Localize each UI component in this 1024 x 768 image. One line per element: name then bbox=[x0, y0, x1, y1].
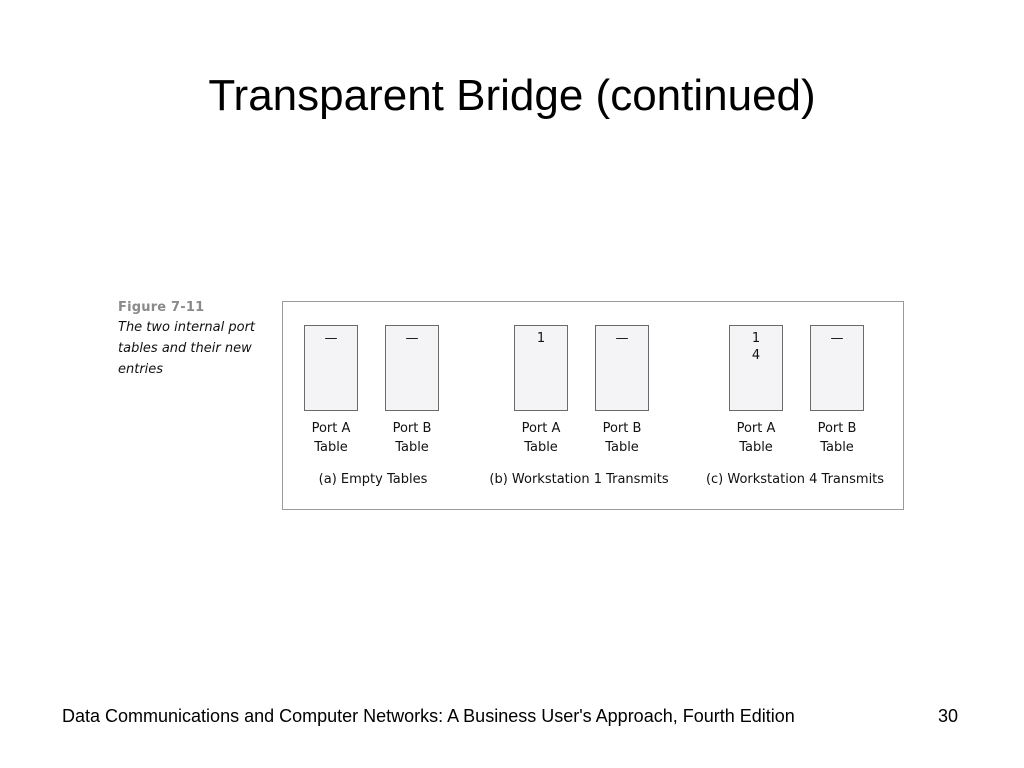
table-entries: — bbox=[305, 326, 357, 347]
port-b-table-box: — bbox=[595, 325, 649, 411]
table-entry: — bbox=[405, 331, 419, 346]
table-entry: — bbox=[324, 331, 338, 346]
port-label-line1: Port B bbox=[602, 421, 642, 436]
table-entries: — bbox=[811, 326, 863, 347]
group-caption-b: (b) Workstation 1 Transmits bbox=[489, 472, 669, 487]
port-label-line2: Table bbox=[605, 440, 639, 455]
table-entry: 1 bbox=[536, 331, 546, 346]
table-entries: — bbox=[386, 326, 438, 347]
port-a-table-box: — bbox=[304, 325, 358, 411]
port-a-table-label: Port A Table bbox=[296, 419, 366, 457]
port-label-line2: Table bbox=[739, 440, 773, 455]
port-a-table-label: Port A Table bbox=[506, 419, 576, 457]
port-label-line1: Port B bbox=[817, 421, 857, 436]
figure-label: Figure 7-11 bbox=[118, 300, 205, 315]
table-entry: — bbox=[615, 331, 629, 346]
group-caption-a: (a) Empty Tables bbox=[318, 472, 428, 487]
table-entry: 1 bbox=[751, 331, 761, 346]
figure-caption-text: The two internal port tables and their n… bbox=[118, 320, 256, 377]
port-label-line1: Port A bbox=[736, 421, 776, 436]
slide-title: Transparent Bridge (continued) bbox=[208, 71, 816, 120]
port-b-table-label: Port B Table bbox=[802, 419, 872, 457]
port-b-table-box: — bbox=[385, 325, 439, 411]
port-label-line2: Table bbox=[524, 440, 558, 455]
page-number: 30 bbox=[938, 706, 959, 726]
table-entry: — bbox=[830, 331, 844, 346]
port-a-table-label: Port A Table bbox=[721, 419, 791, 457]
port-a-table-box: 1 4 bbox=[729, 325, 783, 411]
port-label-line2: Table bbox=[820, 440, 854, 455]
footer-text: Data Communications and Computer Network… bbox=[62, 706, 795, 726]
port-label-line1: Port A bbox=[311, 421, 351, 436]
port-b-table-box: — bbox=[810, 325, 864, 411]
table-entries: 1 bbox=[515, 326, 567, 347]
port-label-line2: Table bbox=[314, 440, 348, 455]
port-b-table-label: Port B Table bbox=[377, 419, 447, 457]
table-entries: — bbox=[596, 326, 648, 347]
port-label-line2: Table bbox=[395, 440, 429, 455]
port-b-table-label: Port B Table bbox=[587, 419, 657, 457]
port-a-table-box: 1 bbox=[514, 325, 568, 411]
table-entry: 4 bbox=[751, 348, 761, 363]
port-label-line1: Port B bbox=[392, 421, 432, 436]
port-label-line1: Port A bbox=[521, 421, 561, 436]
table-entries: 1 4 bbox=[730, 326, 782, 364]
figure-caption: Figure 7-11 The two internal port tables… bbox=[118, 300, 268, 380]
group-caption-c: (c) Workstation 4 Transmits bbox=[705, 472, 885, 487]
figure-frame: — Port A Table — Port B Table (a) Empty … bbox=[282, 301, 904, 510]
